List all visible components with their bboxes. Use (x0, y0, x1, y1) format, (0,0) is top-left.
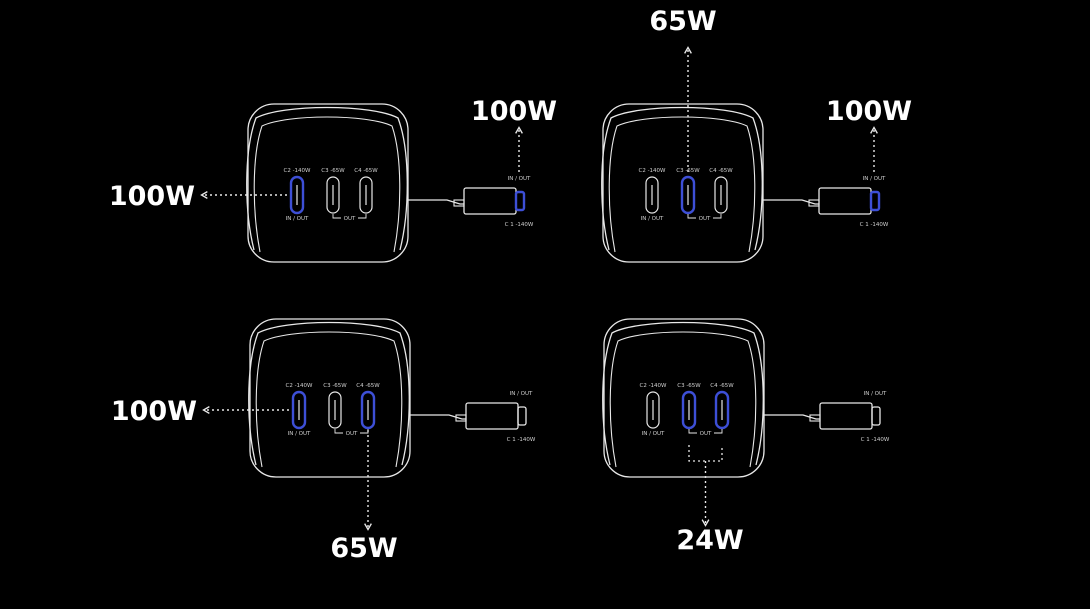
port-c1 (517, 406, 527, 426)
c1-plug (818, 187, 872, 215)
port-label-c4: C4 -65W (356, 383, 380, 389)
charger-handle-inner (608, 116, 756, 253)
charger-body (249, 318, 411, 478)
charger-handle (601, 106, 763, 251)
port-c4 (714, 176, 728, 214)
port-c2 (289, 175, 305, 215)
cable (763, 199, 819, 205)
callout-c3c4-bracket (688, 445, 723, 462)
port-label-c4: C4 -65W (709, 168, 733, 174)
port-c3 (326, 176, 340, 214)
port-c4 (359, 176, 373, 214)
port-label-c2: C2 -140W (639, 383, 667, 389)
scenario-4: C2 -140W C3 -65W C4 -65W IN / OUT OUT IN / OU… (602, 318, 890, 556)
scenario-3: C2 -140W C3 -65W C4 -65W IN / OUT OUT IN / OU… (111, 318, 536, 564)
out-bracket (687, 214, 722, 219)
port-label-c2-in-out: IN / OUT (288, 431, 311, 437)
port-label-c1: C 1 -140W (861, 437, 890, 443)
out-bracket (688, 429, 723, 434)
callout-c2-value: 100W (109, 181, 195, 212)
port-label-c2: C2 -140W (283, 168, 311, 174)
charger-handle (248, 321, 410, 466)
port-label-c3: C3 -65W (677, 383, 701, 389)
charger-handle-inner (609, 331, 757, 468)
charger-handle-inner (253, 116, 401, 253)
charger-body (603, 318, 765, 478)
c1-plug (819, 402, 873, 430)
callout-c4-value: 65W (330, 533, 397, 564)
port-c3 (681, 390, 697, 430)
cable (410, 414, 466, 420)
port-c2 (291, 390, 307, 430)
charger-body (247, 103, 409, 263)
port-label-c1-in-out: IN / OUT (863, 176, 886, 182)
port-label-out: OUT (346, 431, 358, 437)
port-label-c2: C2 -140W (285, 383, 313, 389)
port-label-c2-in-out: IN / OUT (286, 216, 309, 222)
port-label-out: OUT (700, 431, 712, 437)
port-label-c4: C4 -65W (710, 383, 734, 389)
out-bracket (332, 214, 367, 219)
port-label-c1-in-out: IN / OUT (508, 176, 531, 182)
port-label-c1: C 1 -140W (860, 222, 889, 228)
cable (764, 414, 820, 420)
port-c1 (869, 190, 881, 212)
port-c4 (714, 390, 730, 430)
port-label-c2-in-out: IN / OUT (642, 431, 665, 437)
port-label-c2: C2 -140W (638, 168, 666, 174)
port-label-c1-in-out: IN / OUT (510, 391, 533, 397)
scenario-1: C2 -140W C3 -65W C4 -65W IN / OUT OUT IN / OU… (109, 96, 557, 263)
charger-body (602, 103, 764, 263)
callout-c3-value: 65W (649, 6, 716, 37)
port-label-c4: C4 -65W (354, 168, 378, 174)
port-label-c1-in-out: IN / OUT (864, 391, 887, 397)
c1-plug (465, 402, 519, 430)
port-c2 (645, 176, 659, 214)
port-c1 (514, 190, 526, 212)
port-label-out: OUT (699, 216, 711, 222)
charger-handle-inner (255, 331, 403, 468)
charger-handle (602, 321, 764, 466)
port-label-c2-in-out: IN / OUT (641, 216, 664, 222)
port-c3 (328, 391, 342, 429)
callout-c1-value: 100W (826, 96, 912, 127)
port-c1 (871, 406, 881, 426)
port-c2 (646, 391, 660, 429)
callout-c2-value: 100W (111, 396, 197, 427)
port-label-c1: C 1 -140W (505, 222, 534, 228)
port-label-c1: C 1 -140W (507, 437, 536, 443)
cable (408, 199, 464, 205)
charger-handle (246, 106, 408, 251)
port-label-c3: C3 -65W (321, 168, 345, 174)
port-c3 (680, 175, 696, 215)
c1-plug (463, 187, 517, 215)
port-c4 (360, 390, 376, 430)
port-label-out: OUT (344, 216, 356, 222)
callout-c1-value: 100W (471, 96, 557, 127)
port-label-c3: C3 -65W (323, 383, 347, 389)
callout-c3c4-value: 24W (676, 525, 743, 556)
